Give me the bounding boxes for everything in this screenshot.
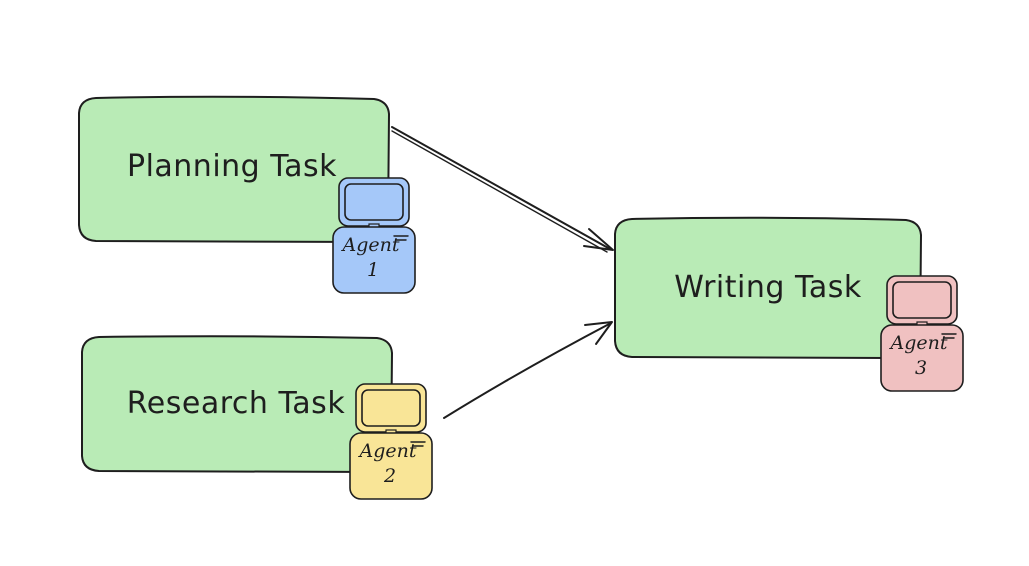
edge-line-sketch [391,130,608,253]
agent-slot [410,441,426,447]
agent-number-3: 3 [915,357,927,379]
agent-screen [361,389,421,427]
edge-line [443,322,612,419]
task-node-writing[interactable]: Writing Task [614,216,923,360]
robot-icon [349,432,433,500]
agent-screen [344,183,404,221]
task-node-planning[interactable]: Planning Task [78,95,391,244]
agent-badge-2[interactable]: Agent 2 [349,383,433,500]
task-label-research: Research Task [127,386,346,421]
agent-slot [393,235,409,241]
edge-research-to-writing[interactable] [443,321,613,419]
edge-line [391,126,611,250]
robot-icon [880,324,964,392]
agent-label-3: Agent [889,332,948,354]
agent-number-2: 2 [383,465,396,487]
agent-number-1: 1 [367,259,379,281]
arrowhead-icon [583,228,614,251]
agent-screen [892,281,952,319]
agent-slot [941,333,957,339]
agent-label-2: Agent [358,440,417,462]
task-node-research[interactable]: Research Task [81,335,394,474]
task-label-planning: Planning Task [127,149,337,184]
agent-badge-3[interactable]: Agent 3 [880,275,964,392]
agent-label-1: Agent [341,234,400,256]
edge-planning-to-writing[interactable] [391,126,614,253]
arrowhead-icon [584,321,613,345]
agent-badge-1[interactable]: Agent 1 [332,177,416,294]
robot-icon [332,226,416,294]
task-label-writing: Writing Task [674,270,862,305]
